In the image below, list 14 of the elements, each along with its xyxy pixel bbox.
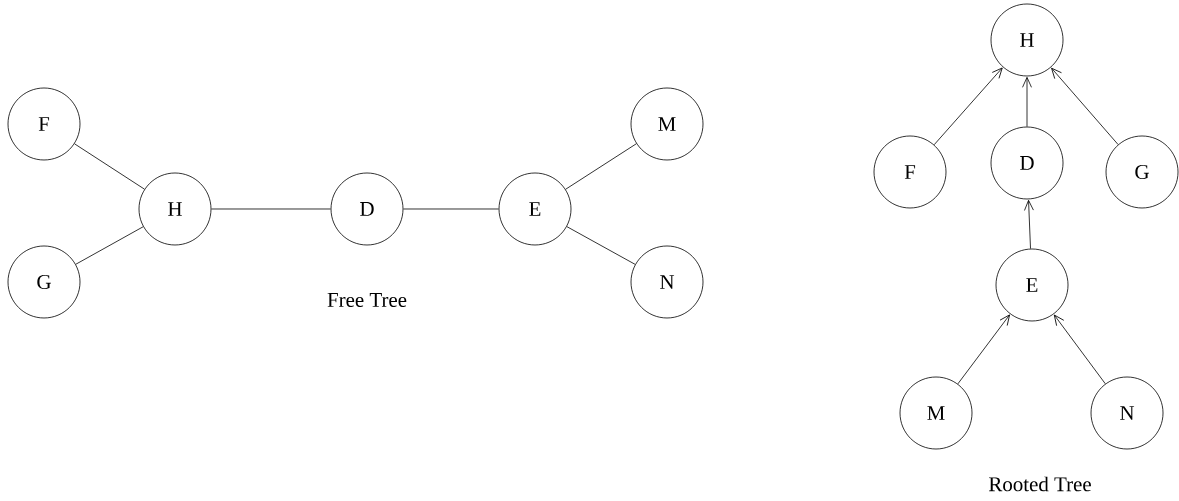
connector-line xyxy=(403,208,499,210)
arrow xyxy=(933,67,1003,146)
arrow xyxy=(1024,199,1034,250)
arrow xyxy=(957,314,1010,385)
arrow xyxy=(1022,76,1032,127)
arrow xyxy=(1051,67,1119,145)
connector-line xyxy=(566,226,636,265)
tree-caption: Free Tree xyxy=(327,293,407,307)
connector-line xyxy=(565,143,637,190)
arrow xyxy=(1053,314,1106,385)
connector-line xyxy=(74,143,145,190)
connector-line xyxy=(75,226,144,265)
tree-caption: Rooted Tree xyxy=(989,476,1091,492)
connector-line xyxy=(211,208,331,210)
